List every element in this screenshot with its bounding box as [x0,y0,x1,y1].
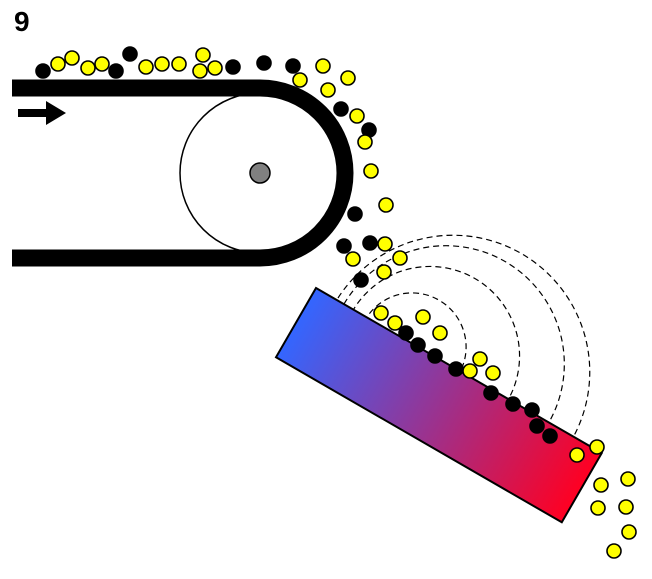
nonferrous-particle [50,56,66,72]
ferrous-particle [427,348,443,364]
field-line-4 [337,234,591,447]
nonferrous-particle [432,325,448,341]
pulley-axle [249,162,271,184]
nonferrous-particle [373,305,389,321]
nonferrous-particle [569,447,585,463]
ferrous-particle [353,272,369,288]
nonferrous-particle [472,351,488,367]
nonferrous-particle [363,163,379,179]
nonferrous-particle [392,250,408,266]
ferrous-particle [108,63,124,79]
nonferrous-particle [192,63,208,79]
ferrous-particle [483,385,499,401]
nonferrous-particle [320,82,336,98]
ferrous-particle [336,238,352,254]
right-arrow-icon [18,101,66,125]
nonferrous-particle [345,251,361,267]
arrow-head [46,101,66,125]
nonferrous-particle [415,309,431,325]
ferrous-particle [398,325,414,341]
nonferrous-particle [589,439,605,455]
nonferrous-particle [606,543,622,559]
ferrous-particle [505,396,521,412]
nonferrous-particle [154,56,170,72]
nonferrous-particle [377,236,393,252]
figure-number: 9 [14,6,30,37]
ferrous-particle [362,235,378,251]
ferrous-particle [347,206,363,222]
ferrous-particle [122,46,138,62]
nonferrous-particle [618,499,634,515]
ferrous-particle [225,59,241,75]
ferrous-particle [542,428,558,444]
nonferrous-particle [376,264,392,280]
nonferrous-particle [621,524,637,540]
field-line-1 [363,292,467,373]
magnetic-field-lines [337,234,591,447]
nonferrous-particle [64,50,80,66]
nonferrous-particle [94,56,110,72]
nonferrous-particle [593,477,609,493]
ferrous-particle [524,402,540,418]
ferrous-particle [35,63,51,79]
nonferrous-particle [620,471,636,487]
nonferrous-particle [138,59,154,75]
nonferrous-particle [292,72,308,88]
field-line-2 [351,265,521,401]
field-line-3 [343,245,565,425]
ferrous-particle [529,418,545,434]
nonferrous-particle [590,500,606,516]
magnet [274,286,604,524]
nonferrous-particle [315,58,331,74]
conveyor-belt [12,79,354,267]
nonferrous-particle [462,363,478,379]
nonferrous-particle [171,56,187,72]
nonferrous-particle [357,134,373,150]
nonferrous-particle [485,365,501,381]
arrow-shaft [18,109,48,117]
nonferrous-particle [207,60,223,76]
nonferrous-particle [80,60,96,76]
nonferrous-particle [340,70,356,86]
nonferrous-particle [349,108,365,124]
ferrous-particle [410,337,426,353]
ferrous-particle [256,55,272,71]
nonferrous-particle [195,47,211,63]
particles [35,46,637,559]
ferrous-particle [333,101,349,117]
nonferrous-particle [378,197,394,213]
ferrous-particle [448,361,464,377]
nonferrous-particle [387,315,403,331]
ferrous-particle [285,58,301,74]
